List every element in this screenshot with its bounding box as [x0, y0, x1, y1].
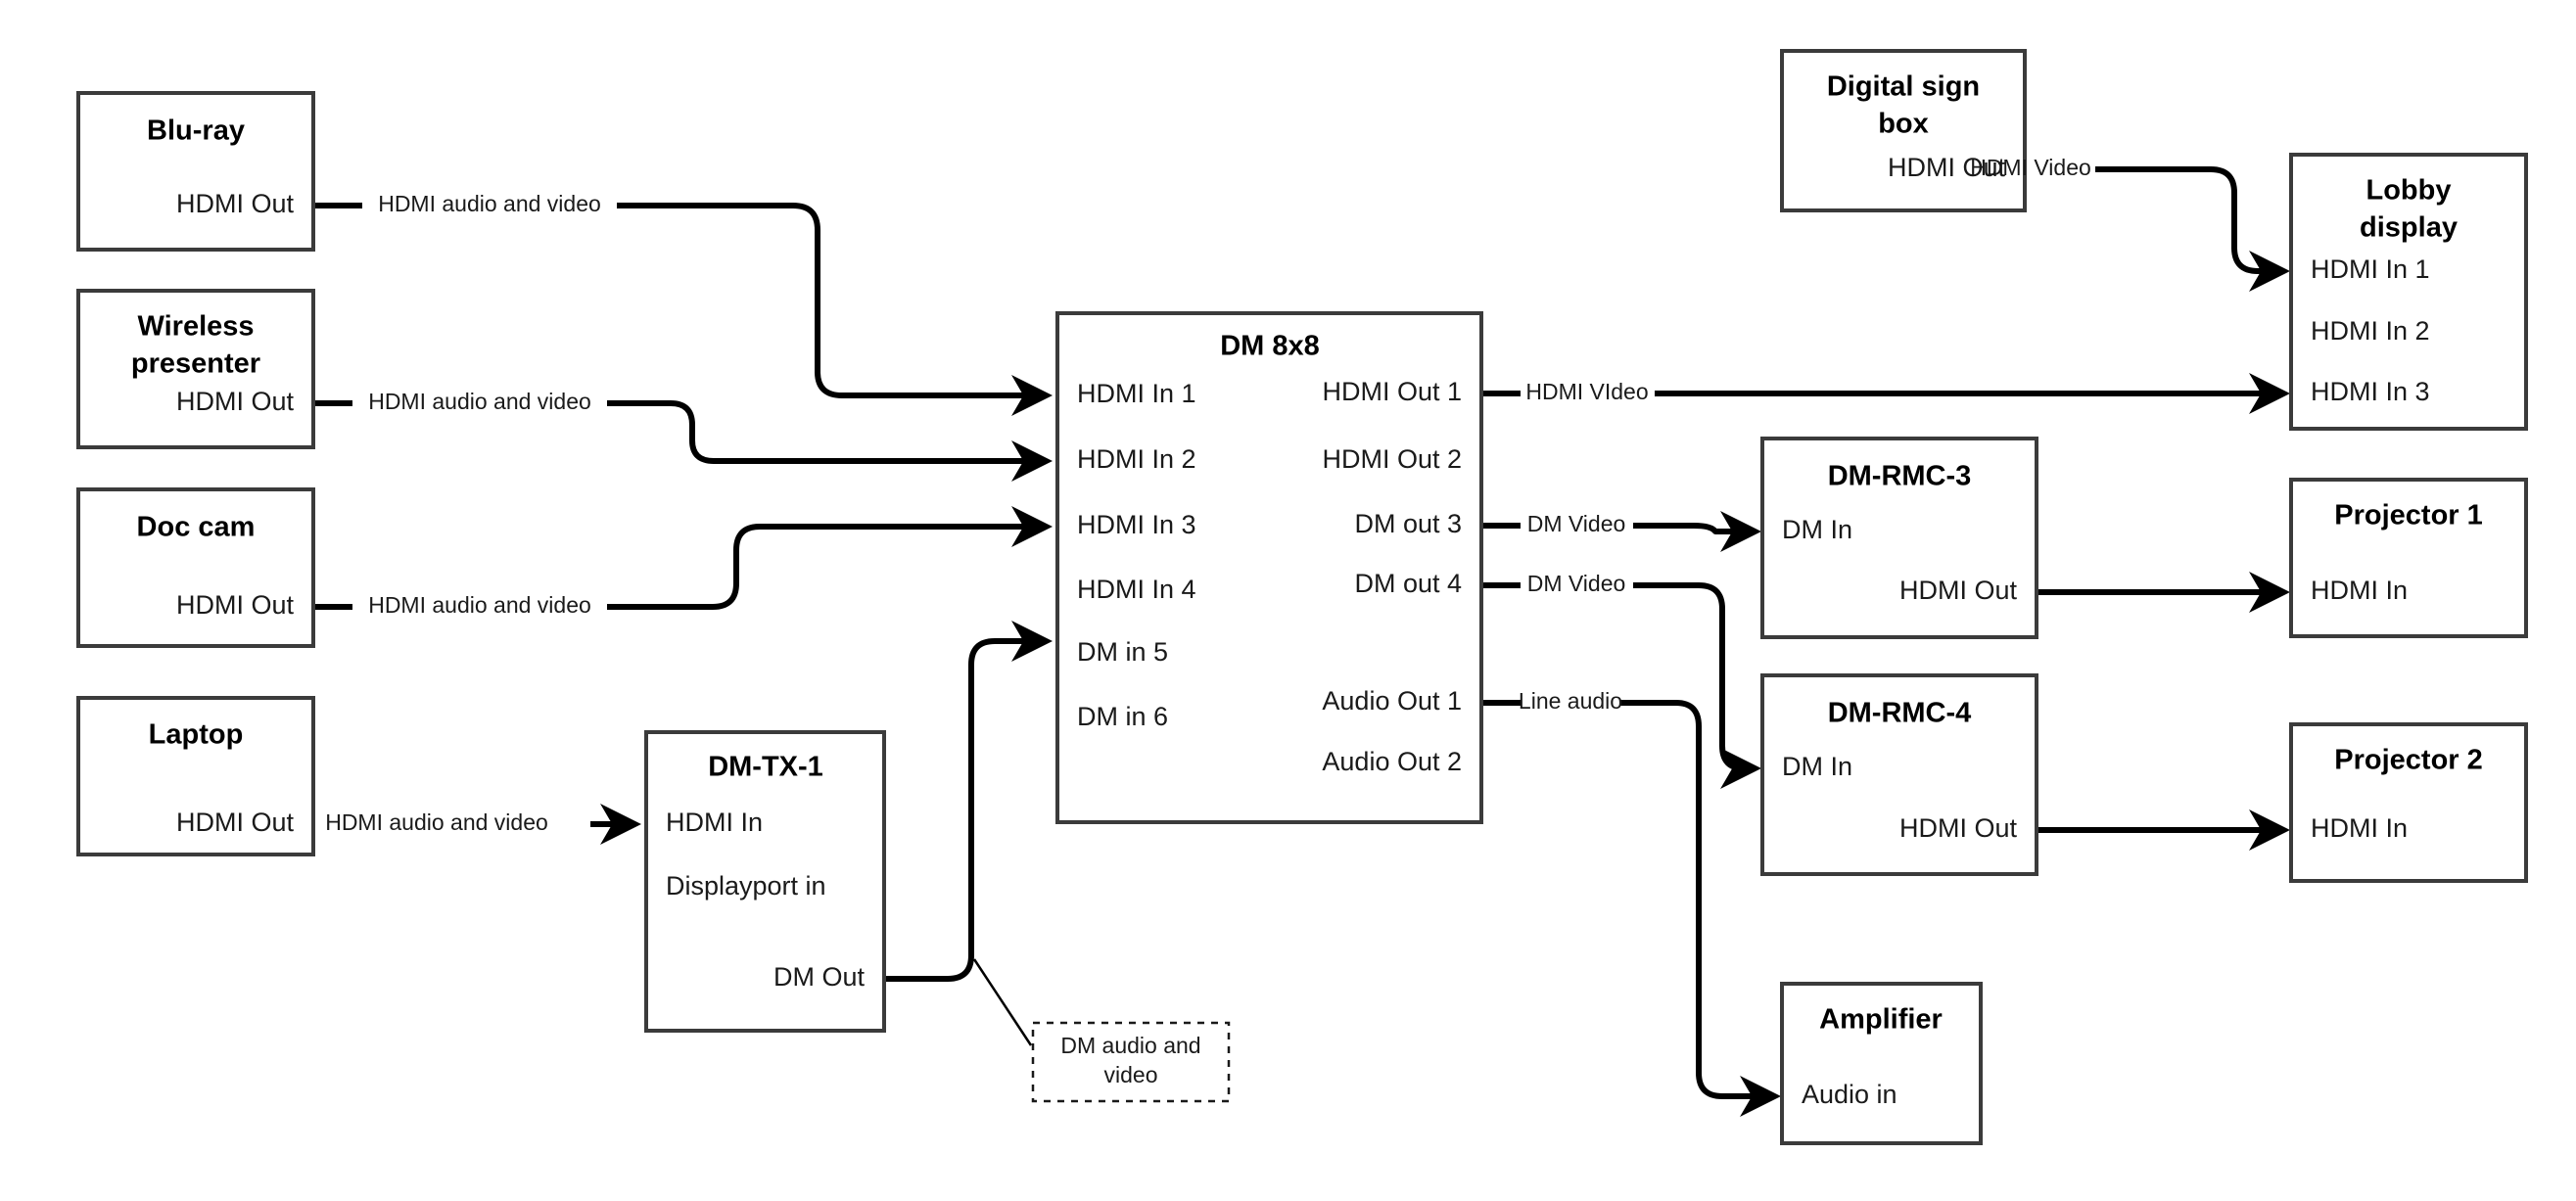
wire-bluray-to-dm-in1: [313, 203, 1046, 395]
node-dm-rmc-3-title: DM-RMC-3: [1828, 461, 1972, 492]
node-blu-ray[interactable]: Blu-ray HDMI Out: [76, 91, 315, 252]
wire-dm-out3-to-rmc3: [1481, 526, 1755, 531]
node-projector-1-port-hdmi-in: HDMI In: [2311, 576, 2408, 605]
node-projector-2[interactable]: Projector 2 HDMI In: [2289, 722, 2528, 883]
node-projector-2-box[interactable]: [2289, 722, 2528, 883]
node-blu-ray-box[interactable]: [76, 91, 315, 252]
leader-dm-audio-video-callout: [972, 958, 1033, 1046]
node-doc-cam-box[interactable]: [76, 487, 315, 648]
node-dm-8x8-port-hdmi-in-3: HDMI In 3: [1077, 510, 1196, 539]
edge-label-dm-hdmiout1-to-lobby-in3: HDMI VIdeo: [1525, 379, 1648, 404]
node-dm-8x8-port-audio-out-2: Audio Out 2: [1322, 747, 1462, 776]
node-projector-2-port-hdmi-in: HDMI In: [2311, 813, 2408, 843]
edge-label-signbox-to-lobby-in1: HDMI Video: [1970, 155, 2091, 180]
edge-label-bluray-to-dm-in1: HDMI audio and video: [378, 191, 601, 216]
node-laptop[interactable]: Laptop HDMI Out: [76, 696, 315, 856]
node-dm-rmc-3-box[interactable]: [1760, 437, 2038, 639]
node-dm-tx-1-port-hdmi-in: HDMI In: [666, 808, 763, 837]
node-dm-rmc-3[interactable]: DM-RMC-3 DM In HDMI Out: [1760, 437, 2038, 639]
edge-label-dm-out3-to-rmc3: DM Video: [1527, 511, 1626, 536]
edge-label-wireless-to-dm-in2: HDMI audio and video: [368, 389, 591, 414]
node-dm-8x8-port-audio-out-1: Audio Out 1: [1322, 686, 1462, 716]
wire-dm-out4-to-rmc4: [1481, 582, 1755, 768]
node-dm-rmc-4-title: DM-RMC-4: [1828, 698, 1972, 729]
node-lobby-display[interactable]: Lobby display HDMI In 1 HDMI In 2 HDMI I…: [2289, 153, 2528, 431]
node-laptop-title: Laptop: [149, 719, 244, 751]
node-dm-8x8-port-hdmi-out-1: HDMI Out 1: [1322, 377, 1462, 406]
node-amplifier[interactable]: Amplifier Audio in: [1780, 982, 1983, 1145]
node-digital-sign-box[interactable]: Digital sign box HDMI Out: [1780, 49, 2027, 212]
node-dm-8x8[interactable]: DM 8x8 HDMI In 1 HDMI In 2 HDMI In 3 HDM…: [1055, 311, 1483, 824]
node-doc-cam[interactable]: Doc cam HDMI Out: [76, 487, 315, 648]
node-dm-8x8-title: DM 8x8: [1220, 331, 1320, 362]
node-lobby-display-port-hdmi-in-3: HDMI In 3: [2311, 377, 2430, 406]
node-dm-8x8-port-hdmi-out-2: HDMI Out 2: [1322, 444, 1462, 474]
node-amplifier-box[interactable]: [1780, 982, 1983, 1145]
node-amplifier-port-audio-in: Audio in: [1802, 1080, 1897, 1109]
node-dm-tx-1-title: DM-TX-1: [708, 752, 823, 783]
wire-wireless-to-dm-in2: [313, 400, 1046, 461]
callout-dm-audio-and-video-box: [1031, 1021, 1231, 1103]
node-blu-ray-port-hdmi-out: HDMI Out: [176, 189, 295, 218]
node-doc-cam-port-hdmi-out: HDMI Out: [176, 590, 295, 620]
node-digital-sign-box-box[interactable]: [1780, 49, 2027, 212]
node-dm-tx-1-port-displayport-in: Displayport in: [666, 871, 826, 901]
node-projector-1[interactable]: Projector 1 HDMI In: [2289, 478, 2528, 638]
node-wireless-presenter[interactable]: Wireless presenter HDMI Out: [76, 289, 315, 449]
node-projector-1-box[interactable]: [2289, 478, 2528, 638]
callout-dm-audio-and-video-line2: video: [1104, 1062, 1158, 1087]
node-wireless-presenter-port-hdmi-out: HDMI Out: [176, 387, 295, 416]
node-lobby-display-title-line1: Lobby: [2366, 175, 2452, 207]
node-wireless-presenter-title-line2: presenter: [131, 348, 260, 380]
node-dm-8x8-port-hdmi-in-4: HDMI In 4: [1077, 575, 1196, 604]
node-lobby-display-box[interactable]: [2289, 153, 2528, 431]
node-dm-tx-1[interactable]: DM-TX-1 HDMI In Displayport in DM Out: [644, 730, 886, 1033]
node-lobby-display-title-line2: display: [2360, 212, 2458, 244]
node-projector-1-title: Projector 1: [2334, 500, 2483, 531]
edge-label-doccam-to-dm-in3: HDMI audio and video: [368, 592, 591, 618]
edge-label-dm-audioout1-to-amplifier: Line audio: [1519, 688, 1622, 714]
edge-label-dm-out4-to-rmc4: DM Video: [1527, 571, 1626, 596]
wire-dmtx-to-dm-in5: [813, 621, 1053, 982]
node-dm-8x8-port-dm-in-5: DM in 5: [1077, 637, 1168, 667]
node-dm-rmc-3-port-dm-in: DM In: [1782, 515, 1852, 544]
node-dm-8x8-port-dm-in-6: DM in 6: [1077, 702, 1168, 731]
node-dm-rmc-4-box[interactable]: [1760, 673, 2038, 876]
node-dm-8x8-port-hdmi-in-1: HDMI In 1: [1077, 379, 1196, 408]
node-dm-rmc-3-port-hdmi-out: HDMI Out: [1899, 576, 2018, 605]
node-digital-sign-box-title-line2: box: [1878, 109, 1929, 140]
node-lobby-display-port-hdmi-in-2: HDMI In 2: [2311, 316, 2430, 346]
node-dm-rmc-4-port-dm-in: DM In: [1782, 752, 1852, 781]
node-projector-2-title: Projector 2: [2334, 745, 2483, 776]
node-lobby-display-port-hdmi-in-1: HDMI In 1: [2311, 254, 2430, 284]
node-dm-8x8-port-dm-out-3: DM out 3: [1354, 509, 1462, 538]
node-doc-cam-title: Doc cam: [137, 512, 256, 543]
callout-dm-audio-and-video-line1: DM audio and: [1060, 1033, 1200, 1058]
node-amplifier-title: Amplifier: [1819, 1004, 1943, 1036]
wire-dm-audioout1-to-amplifier: [1481, 700, 1774, 1096]
node-blu-ray-title: Blu-ray: [147, 115, 245, 147]
node-dm-8x8-port-hdmi-in-2: HDMI In 2: [1077, 444, 1196, 474]
node-laptop-box[interactable]: [76, 696, 315, 856]
node-wireless-presenter-title-line1: Wireless: [137, 311, 254, 343]
node-dm-tx-1-port-dm-out: DM Out: [773, 962, 866, 992]
callout-dm-audio-and-video: DM audio and video: [1031, 1021, 1231, 1103]
node-dm-8x8-port-dm-out-4: DM out 4: [1354, 569, 1462, 598]
node-dm-rmc-4-port-hdmi-out: HDMI Out: [1899, 813, 2018, 843]
wire-doccam-to-dm-in3: [313, 527, 1046, 610]
node-dm-8x8-box[interactable]: [1055, 311, 1483, 824]
node-digital-sign-box-title-line1: Digital sign: [1827, 71, 1980, 103]
node-digital-sign-box-port-hdmi-out: HDMI Out: [1888, 153, 2006, 182]
node-dm-tx-1-box[interactable]: [644, 730, 886, 1033]
node-wireless-presenter-box[interactable]: [76, 289, 315, 449]
edge-label-laptop-to-dmtx: HDMI audio and video: [325, 809, 548, 835]
node-laptop-port-hdmi-out: HDMI Out: [176, 808, 295, 837]
node-dm-rmc-4[interactable]: DM-RMC-4 DM In HDMI Out: [1760, 673, 2038, 876]
